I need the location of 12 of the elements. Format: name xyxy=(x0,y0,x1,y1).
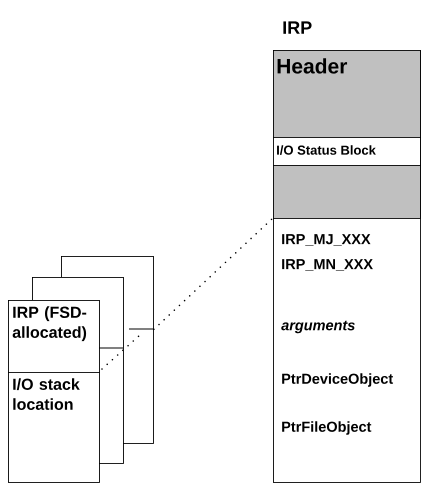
field-name: PtrDeviceObject xyxy=(282,373,394,387)
node-label: IRP xyxy=(283,21,312,34)
field-name: IRP_MN_XXX xyxy=(282,259,373,271)
stack-section: I/O stack location xyxy=(8,372,100,483)
dotted-line xyxy=(153,217,274,330)
field-name: PtrFileObject xyxy=(282,421,372,435)
field-name: arguments xyxy=(281,320,355,334)
stack-section: IRP (FSD-allocated) xyxy=(8,300,100,373)
field-name: IRP_MJ_XXX xyxy=(282,234,371,246)
field-band: I/O Status Block xyxy=(273,137,421,166)
field-band xyxy=(273,165,421,219)
field-band: Header xyxy=(273,50,421,138)
